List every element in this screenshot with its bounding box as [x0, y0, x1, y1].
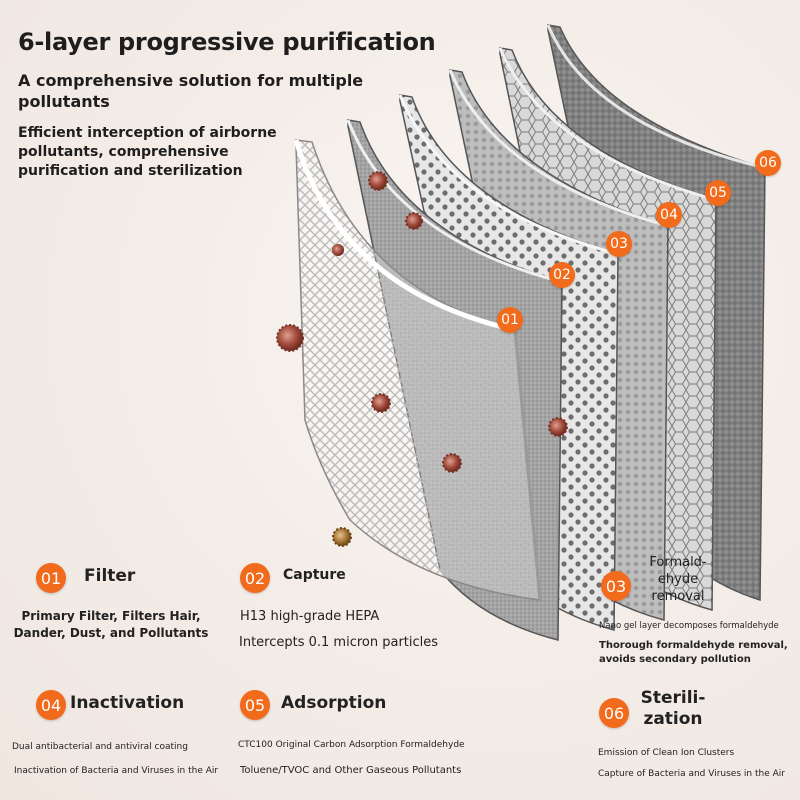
- tagline: Efficient interception of airborne pollu…: [18, 125, 277, 179]
- layer-04-name: Inactivation: [70, 693, 185, 713]
- subtitle: A comprehensive solution for multiple po…: [18, 71, 364, 111]
- figure-badge-03: 03: [606, 231, 632, 257]
- layer-02-name: Capture: [283, 567, 346, 583]
- layer-05-desc-2: Toluene/TVOC and Other Gaseous Pollutant…: [240, 765, 462, 776]
- layer-06-badge: 06: [599, 698, 629, 728]
- layer-02-badge: 02: [240, 563, 270, 593]
- layer-06-desc-1: Emission of Clean Ion Clusters: [598, 748, 735, 758]
- layer-01-desc-1: Primary Filter, Filters Hair,: [21, 609, 201, 623]
- layer-01-name: Filter: [84, 566, 136, 586]
- layer-02-desc-2: Intercepts 0.1 micron particles: [239, 635, 439, 650]
- figure-badge-04: 04: [656, 202, 682, 228]
- layer-05-name: Adsorption: [281, 693, 387, 713]
- layer-06-name: Sterili- zation: [640, 688, 706, 729]
- figure-badge-01: 01: [497, 307, 523, 333]
- layer-04-desc-1: Dual antibacterial and antiviral coating: [12, 742, 188, 752]
- figure-badge-06: 06: [755, 150, 781, 176]
- layer-03-desc-3: avoids secondary pollution: [599, 654, 751, 665]
- layer-06-desc-2: Capture of Bacteria and Viruses in the A…: [598, 769, 785, 779]
- layer-03-desc-2: Thorough formaldehyde removal,: [599, 640, 788, 651]
- pollutant-particles: [276, 171, 568, 547]
- layer-03-badge: 03: [601, 571, 631, 601]
- layer-03-desc-1: Nano gel layer decomposes formaldehyde: [599, 621, 779, 631]
- layer-05-badge: 05: [240, 690, 270, 720]
- layer-04-desc-2: Inactivation of Bacteria and Viruses in …: [14, 766, 219, 776]
- layer-02-desc-1: H13 high-grade HEPA: [240, 609, 380, 624]
- layer-04-badge: 04: [36, 690, 66, 720]
- layer-03-name: Formald- ehyde removal: [649, 555, 707, 604]
- layer-05-desc-1: CTC100 Original Carbon Adsorption Formal…: [238, 740, 465, 750]
- page-title: 6-layer progressive purification: [18, 28, 436, 56]
- layer-01-badge: 01: [36, 563, 66, 593]
- figure-badge-05: 05: [705, 180, 731, 206]
- figure-badge-02: 02: [549, 262, 575, 288]
- layer-01-desc-2: Dander, Dust, and Pollutants: [13, 626, 209, 640]
